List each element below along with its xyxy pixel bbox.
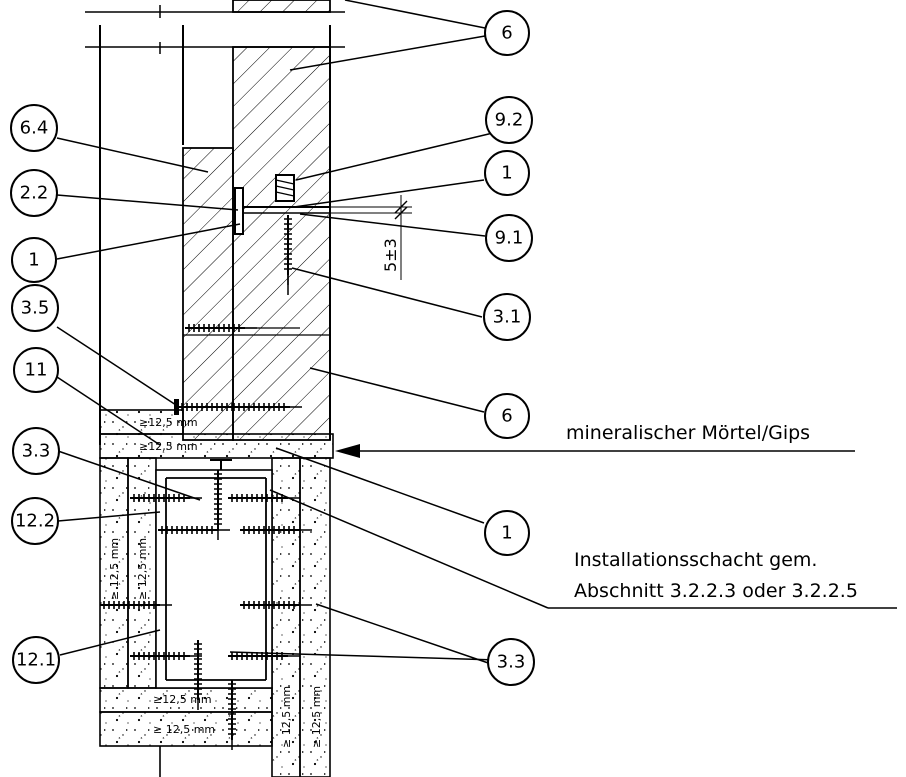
shaft-boards bbox=[99, 457, 331, 777]
callout-12-2: 12.2 bbox=[11, 497, 59, 545]
callout-3-1: 3.1 bbox=[483, 293, 531, 341]
callout-1-left: 1 bbox=[11, 237, 57, 283]
svg-text:12.1: 12.1 bbox=[16, 650, 56, 671]
callout-1-lower: 1 bbox=[484, 510, 530, 556]
callout-3-3-left: 3.3 bbox=[12, 427, 60, 475]
svg-text:6: 6 bbox=[501, 406, 512, 427]
shaft-profiles bbox=[165, 459, 267, 681]
fixing-detail bbox=[234, 174, 330, 295]
callouts: 6 6.4 9.2 2.2 1 9.1 1 3.1 3.5 11 6 3.3 1… bbox=[10, 10, 535, 686]
svg-text:2.2: 2.2 bbox=[20, 183, 49, 204]
board-dimensions: ≥12,5 mm ≥12,5 mm ≥ 12,5 mm ≥ 12,5 mm ≥1… bbox=[108, 416, 323, 748]
svg-text:3.1: 3.1 bbox=[493, 307, 522, 328]
svg-text:6.4: 6.4 bbox=[20, 118, 49, 139]
board-dim-top-1: ≥12,5 mm bbox=[139, 416, 198, 429]
svg-text:1: 1 bbox=[501, 523, 512, 544]
callout-3-3-right: 3.3 bbox=[487, 638, 535, 686]
callout-12-1: 12.1 bbox=[12, 636, 60, 684]
callout-9-2: 9.2 bbox=[485, 96, 533, 144]
board-dim-left-1: ≥ 12,5 mm bbox=[108, 538, 121, 600]
svg-text:3.3: 3.3 bbox=[497, 652, 526, 673]
board-dim-top-2: ≥12,5 mm bbox=[139, 440, 198, 453]
svg-text:1: 1 bbox=[501, 163, 512, 184]
callout-6-mid: 6 bbox=[484, 393, 530, 439]
svg-text:6: 6 bbox=[501, 23, 512, 44]
callout-6-4: 6.4 bbox=[10, 104, 58, 152]
timber-batten bbox=[182, 147, 234, 441]
mortar-arrow bbox=[335, 444, 855, 458]
svg-text:3.5: 3.5 bbox=[21, 298, 50, 319]
board-dim-right-1: ≥ 12,5 mm bbox=[280, 686, 293, 748]
callout-3-5: 3.5 bbox=[11, 284, 59, 332]
svg-text:9.2: 9.2 bbox=[495, 110, 524, 131]
tolerance-label: 5±3 bbox=[381, 238, 400, 272]
shaft-note-line1: Installationsschacht gem. bbox=[574, 549, 817, 571]
board-dim-bottom-1: ≥12,5 mm bbox=[153, 693, 212, 706]
board-dim-left-2: ≥ 12,5 mm bbox=[136, 538, 149, 600]
notes: mineralischer Mörtel/Gips Installationss… bbox=[566, 422, 858, 602]
callout-2-2: 2.2 bbox=[10, 169, 58, 217]
leader-lines bbox=[56, 0, 897, 667]
svg-text:9.1: 9.1 bbox=[495, 228, 524, 249]
callout-11: 11 bbox=[13, 347, 59, 393]
mortar-note: mineralischer Mörtel/Gips bbox=[566, 422, 810, 444]
board-dim-bottom-2: ≥ 12,5 mm bbox=[153, 723, 215, 736]
screws-timber bbox=[174, 323, 303, 415]
dimension-tolerance: 5±3 bbox=[330, 195, 412, 280]
svg-text:11: 11 bbox=[25, 360, 48, 381]
callout-9-1: 9.1 bbox=[485, 214, 533, 262]
svg-text:3.3: 3.3 bbox=[22, 441, 51, 462]
shaft-note-line2: Abschnitt 3.2.2.3 oder 3.2.2.5 bbox=[574, 580, 858, 602]
board-dim-right-2: ≥ 12,5 mm bbox=[310, 686, 323, 748]
svg-text:12.2: 12.2 bbox=[15, 511, 55, 532]
callout-1-right: 1 bbox=[484, 150, 530, 196]
svg-text:1: 1 bbox=[28, 250, 39, 271]
callout-6-top: 6 bbox=[484, 10, 530, 56]
